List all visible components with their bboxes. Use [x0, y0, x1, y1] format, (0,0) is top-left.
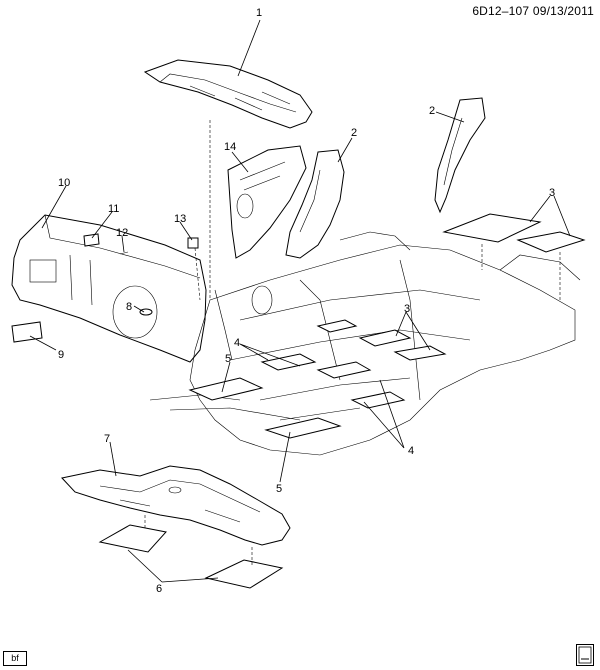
- part-5-pads: [188, 377, 342, 439]
- part-8-fastener: [139, 308, 153, 316]
- callout-14: 14: [224, 141, 236, 153]
- part-2-middle-bracket: [285, 149, 345, 259]
- callout-1: 1: [256, 7, 262, 19]
- callout-6: 6: [156, 583, 162, 595]
- part-1-cowl-panel: [143, 59, 313, 129]
- callout-3-right: 3: [549, 187, 555, 199]
- callout-3-floor: 3: [404, 303, 410, 315]
- callout-4-left: 4: [234, 337, 240, 349]
- callout-11: 11: [108, 203, 119, 215]
- part-14-side-panel: [227, 145, 307, 259]
- callout-5-lower: 5: [276, 483, 282, 495]
- part-11-small-pad: [83, 233, 100, 247]
- callout-7: 7: [104, 433, 110, 445]
- gm-logo-icon: [576, 644, 594, 666]
- part-2-right-bracket: [434, 97, 486, 214]
- part-3-pad-a: [442, 213, 542, 243]
- callout-13: 13: [174, 213, 186, 225]
- callout-12: 12: [116, 227, 128, 239]
- part-6-pad-b: [204, 559, 284, 589]
- vehicle-body-floor: [149, 231, 581, 456]
- callout-4-right: 4: [408, 445, 414, 457]
- projection-lines: [144, 120, 561, 565]
- part-12-clip: [119, 251, 129, 255]
- callout-5-upper: 5: [225, 353, 231, 365]
- callouts: 1 2 2 3 3 4 4 5 5 6 7 8 9 10 11 12 13 14: [58, 7, 555, 595]
- leader-lines: [29, 19, 571, 583]
- part-10-dash-panel: [11, 214, 207, 363]
- footer-tag: bf: [3, 651, 27, 666]
- part-6-pad-a: [98, 524, 167, 553]
- callout-2-right: 2: [429, 105, 435, 117]
- part-13-small-pad: [187, 237, 199, 249]
- callout-10: 10: [58, 177, 70, 189]
- part-7-floor-insulator: [61, 465, 291, 546]
- callout-9: 9: [58, 349, 64, 361]
- part-3-floor-pads: [316, 319, 447, 361]
- diagram-code-date: 6D12–107 09/13/2011: [472, 4, 594, 18]
- part-9-pad: [11, 321, 43, 343]
- callout-8: 8: [126, 301, 132, 313]
- callout-2-middle: 2: [351, 127, 357, 139]
- part-3-pad-b: [516, 231, 586, 253]
